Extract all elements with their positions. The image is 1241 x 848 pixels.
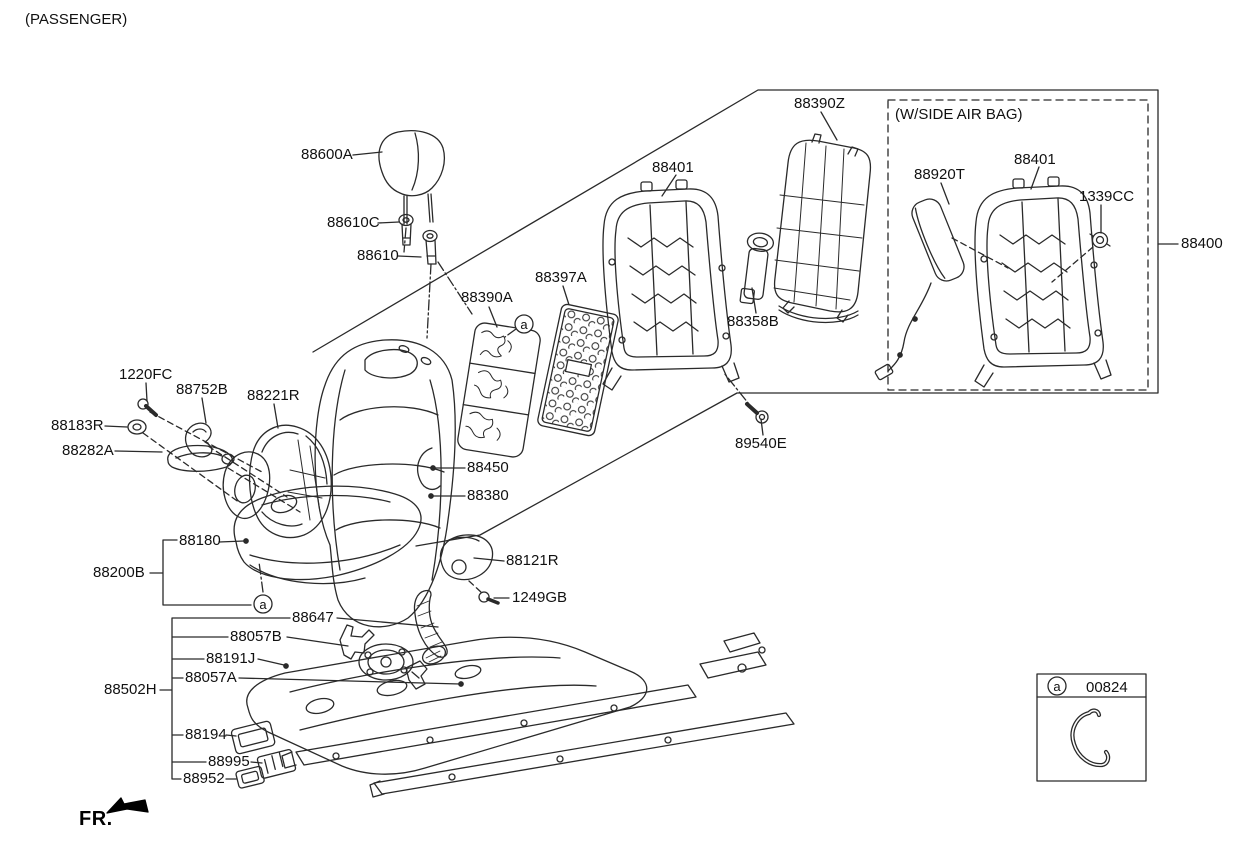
part-label-88183R: 88183R: [51, 417, 104, 434]
part-label-88752B: 88752B: [176, 381, 228, 398]
seatback-frame-airbag-drawing: [974, 176, 1112, 388]
nut-drawing: [1089, 231, 1111, 249]
seat-cushion-drawing: [233, 485, 422, 585]
part-label-88397A: 88397A: [535, 269, 587, 286]
headrest-drawing: [378, 130, 446, 225]
side-airbag-box-border: [887, 99, 1149, 391]
hog-ring-drawing: [1070, 708, 1111, 768]
airbag-module-drawing: [874, 198, 965, 381]
part-label-88380: 88380: [467, 487, 509, 504]
leader-lines: [104, 111, 1102, 687]
legend-part-code: 00824: [1086, 679, 1128, 696]
part-label-88952: 88952: [183, 770, 225, 787]
page-title: (PASSENGER): [25, 11, 128, 28]
part-label-88600A: 88600A: [301, 146, 353, 163]
seatback-frame-drawing: [602, 179, 740, 391]
part-label-1220FC: 1220FC: [119, 366, 173, 383]
part-label-88191J: 88191J: [206, 650, 256, 667]
side-airbag-box-title: (W/SIDE AIR BAG): [895, 106, 1023, 123]
part-label-88647: 88647: [292, 609, 334, 626]
part-label-88282A: 88282A: [62, 442, 114, 459]
fr-direction-arrow: [106, 797, 149, 814]
track-small-parts-drawing: [230, 720, 297, 789]
part-label-88180: 88180: [179, 532, 221, 549]
part-label-88502H: 88502H: [104, 681, 157, 698]
part-label-88194: 88194: [185, 726, 227, 743]
recliner-cover-drawing: [439, 534, 500, 605]
assembly-dashed-lines: [142, 227, 1094, 594]
seat-track-drawing: [246, 632, 795, 798]
ref-marker-a-pad: a: [514, 314, 534, 334]
part-label-88121R: 88121R: [506, 552, 559, 569]
part-label-88390A: 88390A: [461, 289, 513, 306]
part-label-88401-airbag: 88401: [1014, 151, 1056, 168]
recliner-bolt-drawing: [745, 402, 769, 424]
part-label-89540E: 89540E: [735, 435, 787, 452]
part-label-88358B: 88358B: [727, 313, 779, 330]
recliner-lever-drawing: [339, 589, 448, 690]
lumbar-pad-drawing: [457, 322, 541, 458]
part-label-88200B: 88200B: [93, 564, 145, 581]
back-panel-drawing: [773, 133, 872, 324]
heater-mat-drawing: [537, 303, 619, 437]
callout-brackets: [149, 539, 461, 780]
svg-text:a: a: [259, 597, 267, 612]
part-label-88057A: 88057A: [185, 669, 237, 686]
part-label-88450: 88450: [467, 459, 509, 476]
ref-marker-a-cushion: a: [253, 594, 273, 614]
part-label-88610: 88610: [357, 247, 399, 264]
part-label-88920T: 88920T: [914, 166, 965, 183]
part-label-1339CC: 1339CC: [1079, 188, 1135, 205]
part-label-1249GB: 1249GB: [512, 589, 568, 606]
svg-text:a: a: [520, 317, 528, 332]
part-label-88390Z: 88390Z: [794, 95, 845, 112]
part-label-88401-main: 88401: [652, 159, 694, 176]
fr-direction-label: FR.: [79, 808, 113, 830]
part-label-88995: 88995: [208, 753, 250, 770]
part-label-88057B: 88057B: [230, 628, 282, 645]
assembly-group-outline: [312, 89, 1179, 547]
side-shield-parts-drawing: [127, 398, 332, 539]
headrest-guide-drawings: [398, 213, 438, 265]
legend-box: a: [1036, 673, 1147, 782]
svg-text:a: a: [1053, 679, 1061, 694]
seat-back-drawing: [314, 339, 456, 628]
lumbar-unit-drawing: [739, 232, 775, 305]
part-label-88400: 88400: [1181, 235, 1223, 252]
part-label-88221R: 88221R: [247, 387, 300, 404]
part-label-88610C: 88610C: [327, 214, 380, 231]
